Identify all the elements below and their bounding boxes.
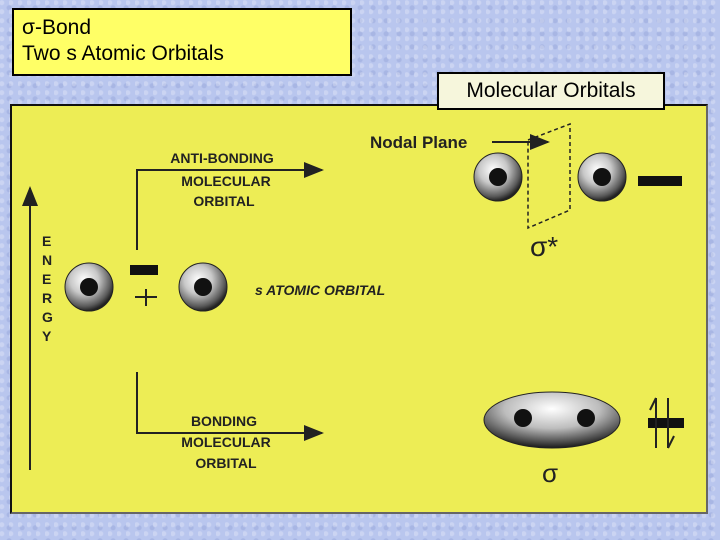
svg-text:ANTI-BONDING: ANTI-BONDING	[170, 150, 274, 166]
title-line-1: σ-Bond	[22, 16, 91, 39]
svg-text:ORBITAL: ORBITAL	[193, 193, 255, 209]
energy-letter: N	[42, 252, 52, 268]
antibonding-lobe-right	[577, 152, 627, 202]
energy-letter: G	[42, 309, 53, 325]
antibonding-level	[638, 176, 682, 186]
svg-text:BONDING: BONDING	[191, 413, 257, 429]
sigma-label: σ	[542, 458, 558, 488]
energy-letter: R	[42, 290, 52, 306]
energy-letter: E	[42, 271, 51, 287]
nucleus-dot	[194, 278, 212, 296]
electron-arrow-ao	[135, 289, 157, 306]
electron-pair-arrows	[649, 397, 675, 449]
bonding-label: BONDING MOLECULAR ORBITAL	[181, 413, 270, 471]
anti-bonding-connector	[136, 162, 324, 250]
bonding-connector	[136, 372, 324, 441]
bonding-orbital	[483, 391, 621, 449]
bonding-level	[648, 418, 684, 428]
anti-bonding-label: ANTI-BONDING MOLECULAR ORBITAL	[170, 150, 274, 209]
molecular-orbitals-label: Molecular Orbitals	[437, 72, 665, 110]
s-orbital-right	[178, 262, 228, 312]
title-box: σ-Bond Two s Atomic Orbitals	[12, 8, 352, 76]
atomic-orbital-level	[130, 265, 158, 275]
s-orbital-left	[64, 262, 114, 312]
energy-label: E N E R G Y	[42, 233, 53, 344]
atomic-orbital-label: s ATOMIC ORBITAL	[255, 282, 385, 298]
energy-letter: E	[42, 233, 51, 249]
nucleus-dot	[514, 409, 532, 427]
sigma-star-label: σ*	[530, 231, 558, 262]
svg-text:MOLECULAR: MOLECULAR	[181, 434, 270, 450]
svg-text:MOLECULAR: MOLECULAR	[181, 173, 270, 189]
nucleus-dot	[489, 168, 507, 186]
title-line-2: Two s Atomic Orbitals	[22, 42, 224, 65]
nucleus-dot	[577, 409, 595, 427]
svg-text:ORBITAL: ORBITAL	[195, 455, 257, 471]
nucleus-dot	[593, 168, 611, 186]
nodal-plane	[527, 122, 571, 230]
nucleus-dot	[80, 278, 98, 296]
antibonding-lobe-left	[473, 152, 523, 202]
nodal-plane-label: Nodal Plane	[370, 133, 467, 152]
energy-letter: Y	[42, 328, 52, 344]
